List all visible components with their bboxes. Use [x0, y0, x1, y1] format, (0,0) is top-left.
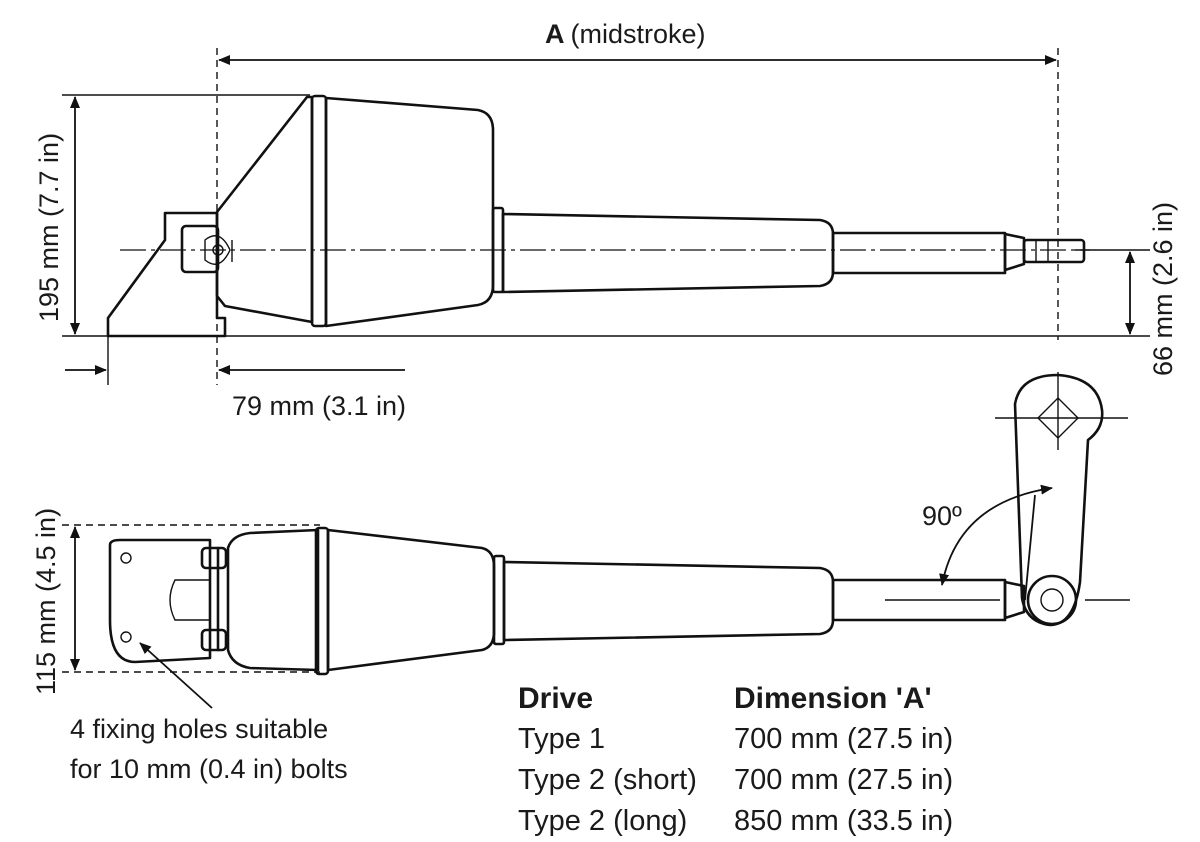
table-header: Drive Dimension 'A': [518, 678, 1178, 719]
dimension-cell: 850 mm (33.5 in): [734, 805, 954, 837]
gearbox-cone: [215, 95, 314, 324]
dimension-cell: 700 mm (27.5 in): [734, 764, 954, 796]
header-drive: Drive: [518, 682, 594, 715]
dimension-table: Drive Dimension 'A' Type 1 700 mm (27.5 …: [518, 678, 1178, 842]
drive-cell: Type 2 (short): [518, 764, 697, 796]
dimension-cell: 700 mm (27.5 in): [734, 723, 954, 755]
drive-cell: Type 2 (long): [518, 805, 688, 837]
motor-housing: [324, 96, 495, 328]
dimension-79-label: 79 mm (3.1 in): [232, 391, 406, 421]
drive-cell: Type 1: [518, 723, 606, 755]
rod-tip: [1022, 238, 1086, 264]
fixing-holes-leader: [139, 642, 213, 709]
rod-tip-ribs: [1035, 240, 1049, 262]
plan-tube-collar: [492, 554, 506, 646]
table-row: Type 2 (long) 850 mm (33.5 in): [518, 801, 1178, 842]
plan-gearbox: [226, 528, 320, 672]
plan-view: 115 mm (4.5 in) 90º 4 fixing holes su: [31, 372, 1130, 784]
hinge-slot: [169, 579, 210, 621]
rod-end: [1003, 232, 1026, 272]
plan-motor-housing: [326, 528, 496, 672]
fixing-hole-1: [120, 552, 132, 564]
pivot-hole: [1040, 588, 1064, 612]
dimension-66-label: 66 mm (2.6 in): [1148, 202, 1178, 376]
side-view: A(midstroke) 195 mm (7.7 in) 66 mm (2.6 …: [34, 19, 1178, 421]
table-row: Type 2 (short) 700 mm (27.5 in): [518, 760, 1178, 801]
hinge-knuckle-top: [200, 546, 228, 570]
header-dimension-a: Dimension 'A': [734, 682, 932, 715]
pivot-boss: [1026, 574, 1078, 626]
dimension-195-label: 195 mm (7.7 in): [34, 133, 64, 322]
angle-90-label: 90º: [922, 501, 962, 531]
fixing-holes-line-2: for 10 mm (0.4 in) bolts: [70, 754, 348, 784]
dimension-115-label: 115 mm (4.5 in): [31, 508, 61, 695]
fixing-hole-2: [120, 631, 132, 643]
housing-flange: [310, 94, 328, 328]
dimension-a-label: A(midstroke): [545, 19, 706, 49]
piston-rod: [831, 231, 1007, 275]
hinge-knuckle-bottom: [200, 628, 228, 652]
mounting-bracket: [106, 211, 227, 338]
base-plate: [108, 538, 212, 664]
outer-tube: [501, 212, 835, 294]
fixing-holes-line-1: 4 fixing holes suitable: [70, 714, 328, 744]
table-row: Type 1 700 mm (27.5 in): [518, 719, 1178, 760]
plan-outer-tube: [502, 560, 835, 642]
clevis-pin: [204, 235, 233, 265]
angle-90-arc: [939, 484, 1053, 586]
